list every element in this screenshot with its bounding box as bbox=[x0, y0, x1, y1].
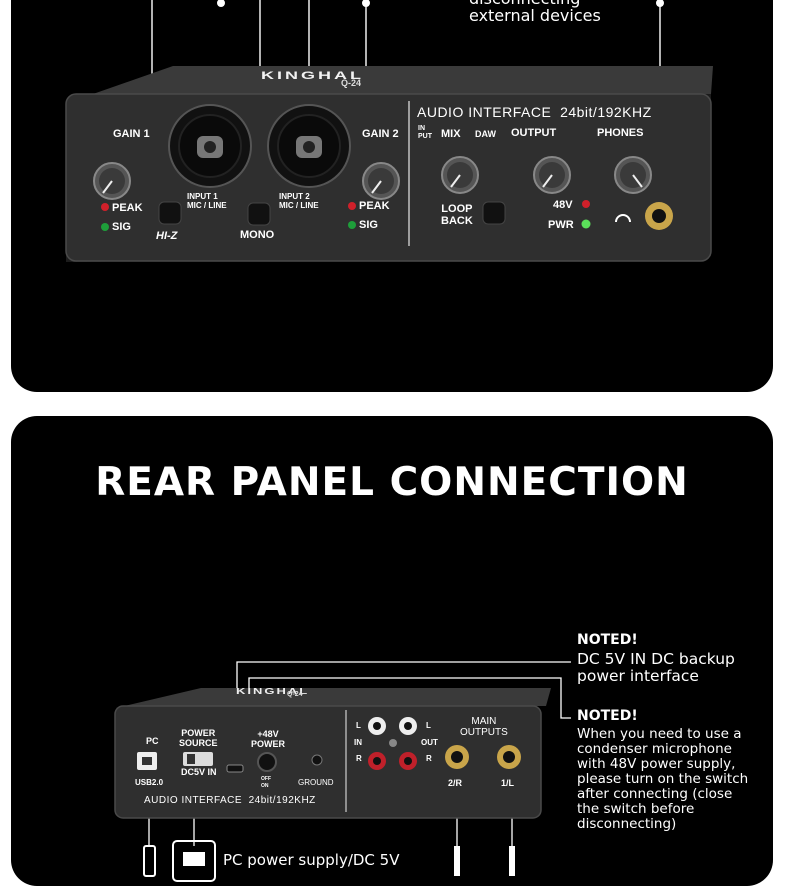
xlr-combo-jacks bbox=[168, 104, 351, 188]
gain2-label: GAIN 2 bbox=[362, 128, 399, 140]
output-label: OUTPUT bbox=[511, 127, 557, 139]
interface-label: AUDIO INTERFACE 24bit/192KHZ bbox=[417, 104, 652, 120]
rear-panel-section: REAR PANEL CONNECTION bbox=[11, 416, 773, 886]
pc-label: PC bbox=[146, 736, 159, 746]
usb-label: USB2.0 bbox=[135, 778, 164, 787]
note1-text: DC 5V IN DC backup power interface bbox=[577, 650, 735, 685]
out-1l-label: 1/L bbox=[501, 778, 515, 788]
phones-label: PHONES bbox=[597, 127, 644, 139]
note1-title: NOTED! bbox=[577, 632, 638, 648]
out-label: OUT bbox=[421, 738, 438, 747]
off-on-label: OFF ON bbox=[261, 776, 271, 789]
rear-interface-label: AUDIO INTERFACE 24bit/192KHZ bbox=[144, 795, 316, 806]
dc5v-in-label: DC5V IN bbox=[181, 767, 217, 777]
mix-daw-label: DAW bbox=[475, 129, 496, 139]
note2-title: NOTED! bbox=[577, 708, 638, 724]
l-label-out: L bbox=[426, 721, 431, 730]
mix-label: MIX bbox=[441, 128, 461, 140]
front-panel-drawing bbox=[65, 0, 713, 262]
input2-label: INPUT 2 MIC / LINE bbox=[279, 192, 319, 210]
brand-logo-top: KINGHAL bbox=[261, 69, 364, 82]
gain1-label: GAIN 1 bbox=[113, 128, 150, 140]
in-label: IN bbox=[354, 738, 362, 747]
knobs bbox=[93, 156, 652, 200]
phantom-power-label: +48V POWER bbox=[251, 729, 286, 749]
bottom-callout: PC power supply/DC 5V bbox=[223, 851, 400, 869]
peak1-label: PEAK bbox=[112, 202, 143, 214]
sig1-label: SIG bbox=[112, 221, 131, 233]
peak2-label: PEAK bbox=[359, 200, 390, 212]
r-label-in: R bbox=[356, 754, 362, 763]
ground-label: GROUND bbox=[298, 778, 334, 787]
main-outputs-label: MAIN OUTPUTS bbox=[460, 716, 508, 738]
model-top: Q-24 bbox=[341, 78, 362, 88]
front-panel-section: disconnecting external devices KINGHAL Q… bbox=[11, 0, 773, 392]
mono-label: MONO bbox=[240, 229, 275, 241]
l-label-in: L bbox=[356, 721, 361, 730]
rear-panel-drawing bbox=[114, 661, 571, 882]
brand-logo-rear: KINGHAL bbox=[236, 687, 310, 696]
note2-text: When you need to use a condenser microph… bbox=[577, 726, 749, 832]
48v-label: 48V bbox=[553, 199, 573, 211]
out-2r-label: 2/R bbox=[448, 778, 463, 788]
r-label-out: R bbox=[426, 754, 432, 763]
model-rear: Q-24 bbox=[287, 691, 303, 698]
input1-label: INPUT 1 MIC / LINE bbox=[187, 192, 227, 210]
hiz-label: HI-Z bbox=[156, 230, 178, 242]
power-source-label: POWER SOURCE bbox=[179, 728, 218, 748]
sig2-label: SIG bbox=[359, 219, 378, 231]
loop-back-label: LOOP BACK bbox=[441, 203, 473, 227]
pwr-label: PWR bbox=[548, 219, 574, 231]
top-callout: disconnecting external devices bbox=[469, 0, 601, 25]
rear-panel-title: REAR PANEL CONNECTION bbox=[95, 460, 689, 505]
mix-input-label: IN PUT bbox=[418, 125, 432, 140]
